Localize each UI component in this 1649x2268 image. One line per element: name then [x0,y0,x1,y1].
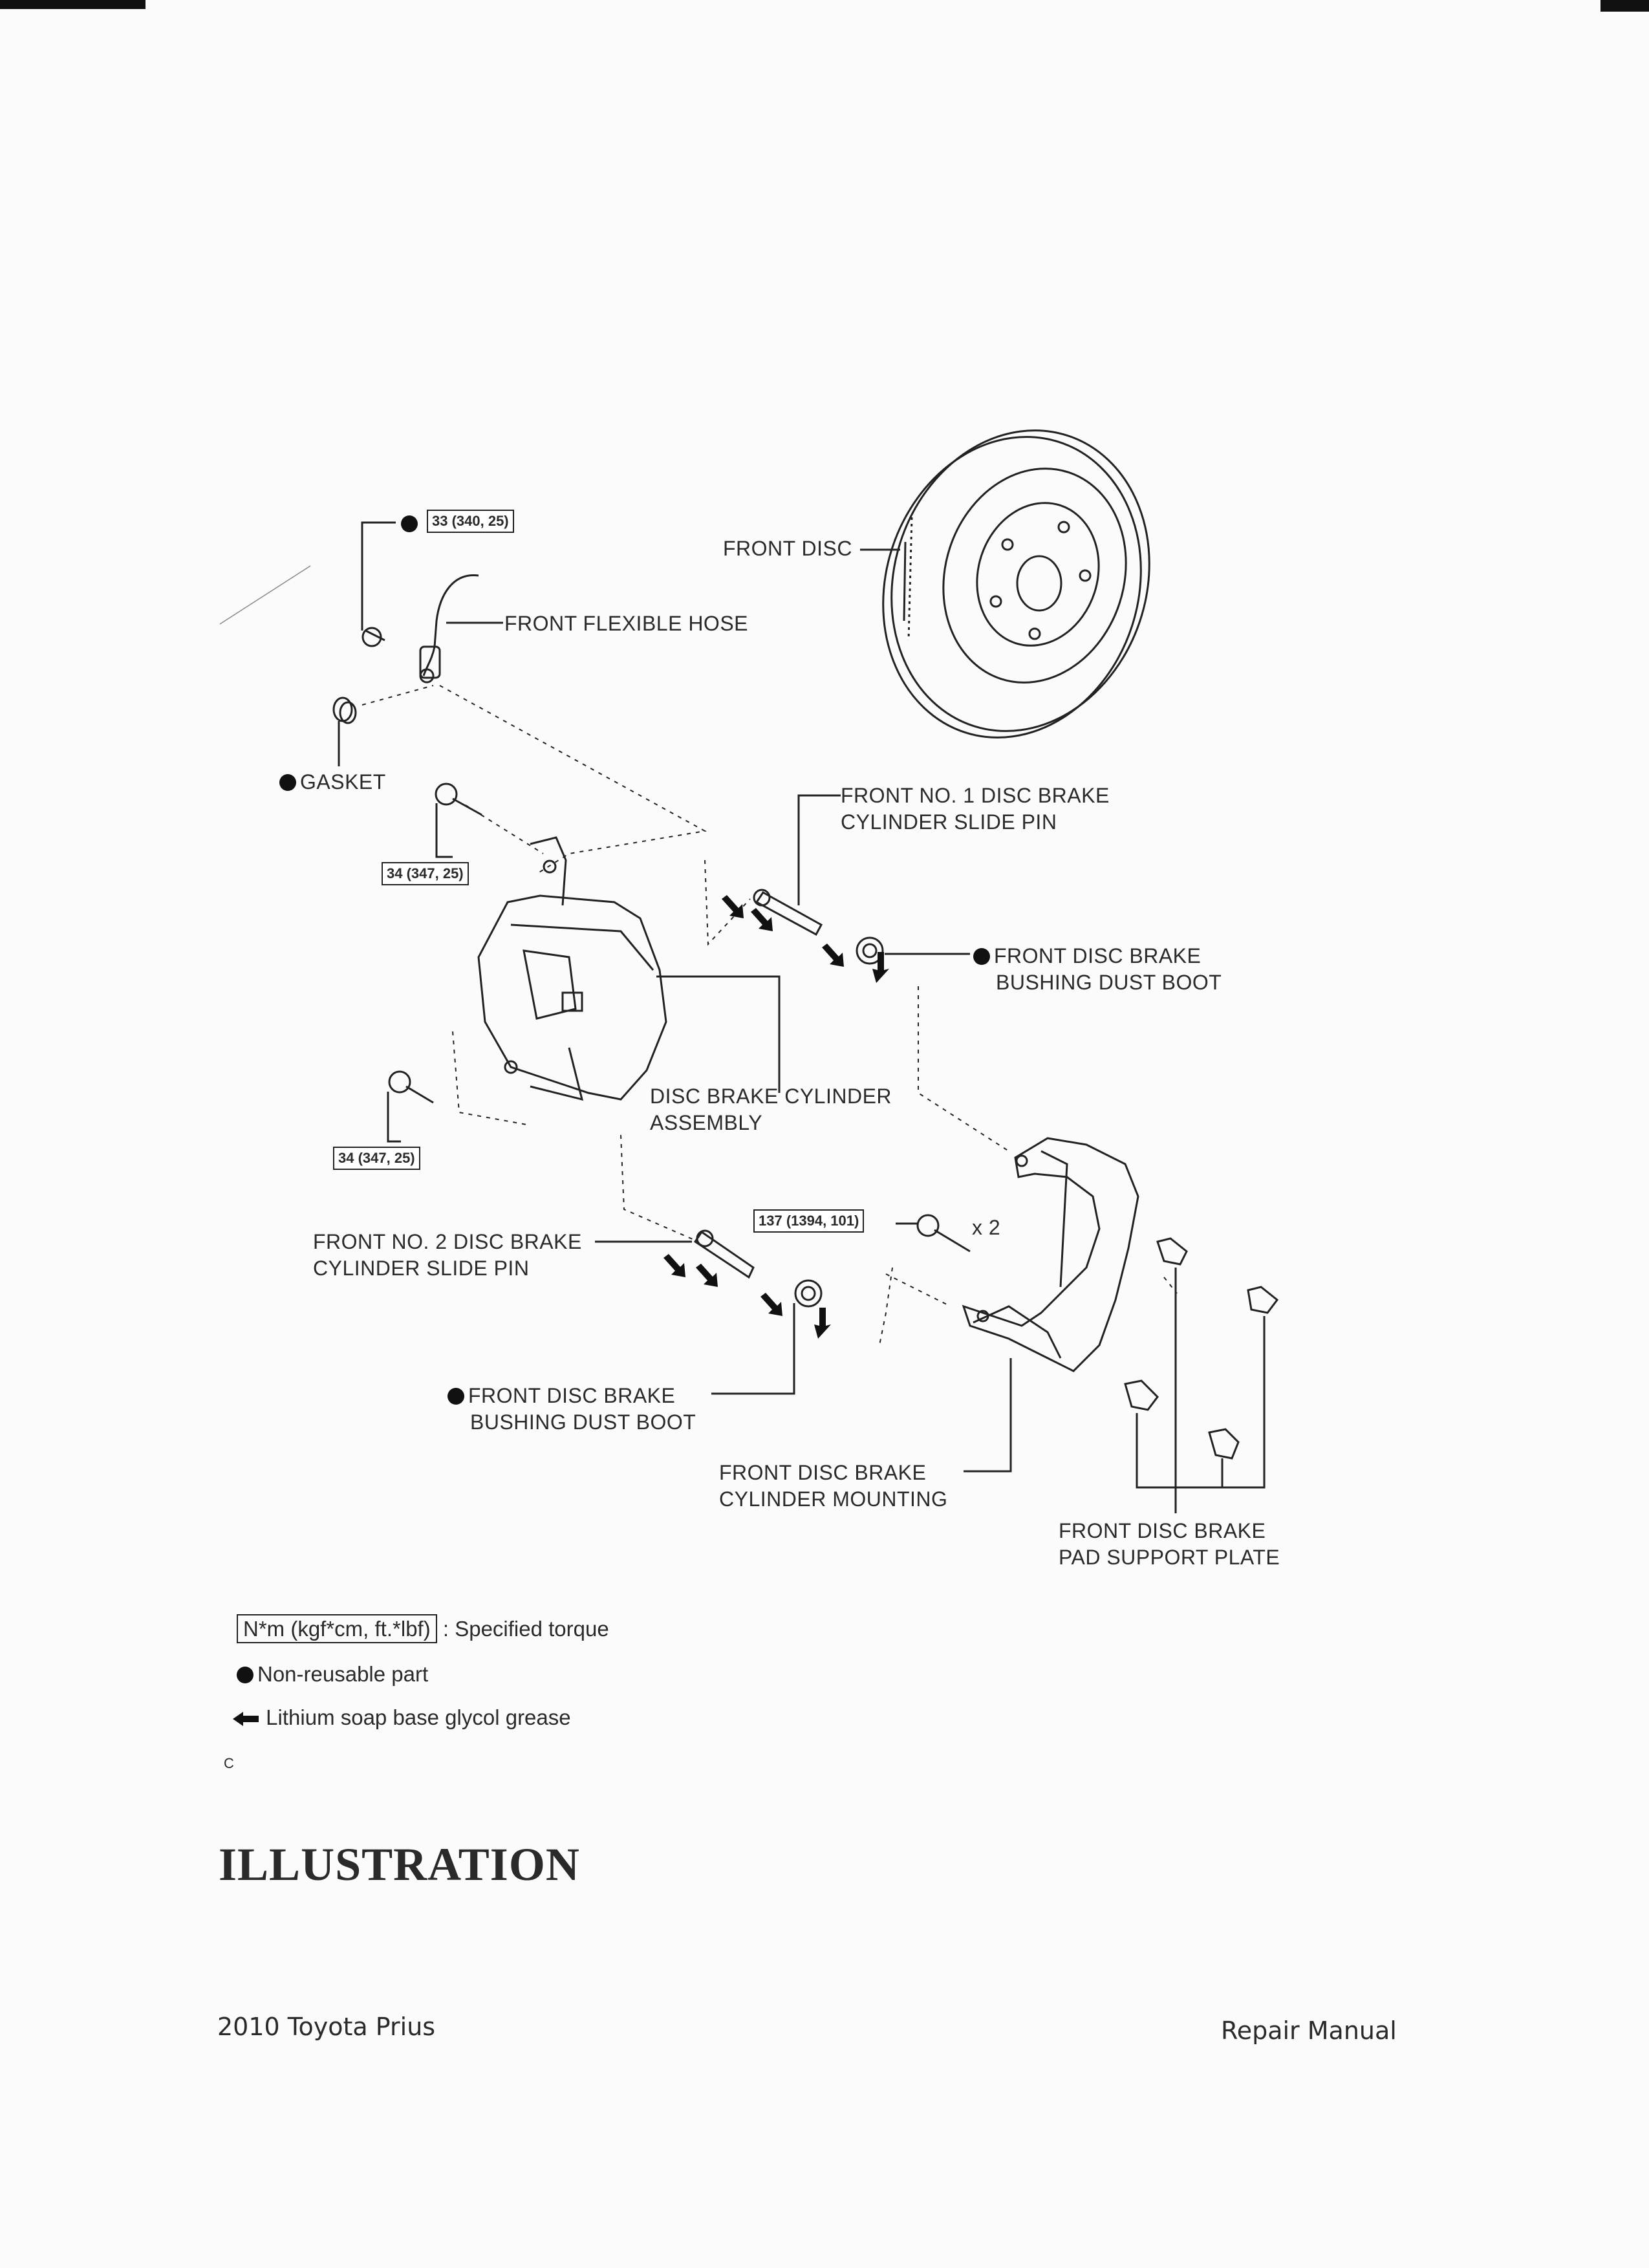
label-slide-pin-2-line2: CYLINDER SLIDE PIN [313,1257,530,1280]
label-dust-boot-upper-line1: FRONT DISC BRAKE [994,944,1202,967]
label-slide-pin-2: FRONT NO. 2 DISC BRAKE CYLINDER SLIDE PI… [313,1229,582,1282]
mounting-bolt [916,1214,971,1253]
figure-code-text: C [224,1755,234,1771]
leader-pad-plate-group [1136,1316,1266,1489]
torque-hose-bolt: 33 (340, 25) [427,510,514,533]
label-cylinder-mounting: FRONT DISC BRAKE CYLINDER MOUNTING [719,1460,947,1513]
non-reusable-dot-gasket [279,774,296,791]
legend-grease: Lithium soap base glycol grease [232,1705,571,1730]
dust-boot-upper [856,936,884,965]
label-front-disc-text: FRONT DISC [723,537,852,560]
label-slide-pin-2-line1: FRONT NO. 2 DISC BRAKE [313,1230,582,1253]
legend-non-reusable-text: Non-reusable part [257,1662,429,1686]
legend-torque-unit: N*m (kgf*cm, ft.*lbf) [237,1614,437,1643]
leader-hose-bolt [361,521,396,631]
footer-right: Repair Manual [1221,2016,1397,2045]
slide-pin-2 [693,1229,755,1279]
figure-code: C [224,1755,234,1772]
label-pad-support-plate-line1: FRONT DISC BRAKE [1059,1519,1266,1542]
caliper-upper-bolt [435,783,482,816]
disc-brake-cylinder-mounting [962,1137,1139,1372]
label-pad-support-plate: FRONT DISC BRAKE PAD SUPPORT PLATE [1059,1518,1280,1571]
caliper-lower-bolt [388,1070,434,1104]
label-cylinder-assembly-line2: ASSEMBLY [650,1111,763,1134]
filled-circle-icon [237,1667,253,1683]
leader-dust-boot-lower [711,1303,795,1395]
front-flexible-hose [419,574,479,684]
pad-support-plates [1124,1237,1279,1460]
torque-hose-bolt-text: 33 (340, 25) [432,513,509,529]
label-cylinder-mounting-line1: FRONT DISC BRAKE [719,1461,927,1484]
torque-mounting-bolt: 137 (1394, 101) [753,1209,865,1233]
label-cylinder-assembly: DISC BRAKE CYLINDER ASSEMBLY [650,1083,892,1136]
label-dust-boot-lower-line2: BUSHING DUST BOOT [470,1410,696,1434]
non-reusable-dot-hose [401,515,418,532]
leader-upper-bolt [435,803,453,858]
leader-slide-pin-1 [797,794,841,905]
label-hose-text: FRONT FLEXIBLE HOSE [504,612,748,635]
leader-cylinder-mounting [964,1358,1012,1473]
label-dust-boot-lower-line1: FRONT DISC BRAKE [468,1384,676,1407]
label-front-flexible-hose: FRONT FLEXIBLE HOSE [504,610,748,637]
legend-non-reusable: Non-reusable part [237,1662,428,1687]
label-quantity-text: x 2 [972,1216,1001,1239]
label-front-disc: FRONT DISC [723,535,852,562]
left-arrow-icon [233,1712,259,1727]
label-quantity: x 2 [972,1215,1000,1241]
leader-cylinder-assembly [656,975,781,1093]
dust-boot-lower [794,1279,823,1308]
scan-mark-top-right [1600,0,1649,12]
torque-upper-bolt-text: 34 (347, 25) [387,865,464,881]
non-reusable-dot-boot-upper [973,948,990,965]
slide-pin-1 [753,889,823,936]
front-disc [882,429,1150,739]
torque-lower-bolt: 34 (347, 25) [333,1147,420,1170]
label-dust-boot-upper: FRONT DISC BRAKE BUSHING DUST BOOT [973,943,1222,996]
label-dust-boot-lower: FRONT DISC BRAKE BUSHING DUST BOOT [447,1383,696,1436]
disc-brake-cylinder-assembly [477,836,667,1101]
label-pad-support-plate-line2: PAD SUPPORT PLATE [1059,1546,1280,1569]
gasket-part [332,697,357,724]
label-slide-pin-1: FRONT NO. 1 DISC BRAKE CYLINDER SLIDE PI… [841,783,1110,836]
footer-left-text: 2010 Toyota Prius [217,2013,436,2041]
footer-right-text: Repair Manual [1221,2016,1397,2045]
scan-mark-top-left [0,0,146,9]
label-dust-boot-upper-line2: BUSHING DUST BOOT [996,971,1222,994]
leader-lower-bolt [387,1092,401,1143]
grease-arrows [663,895,889,1339]
torque-mounting-bolt-text: 137 (1394, 101) [759,1213,859,1229]
legend-torque-desc: : Specified torque [442,1617,609,1641]
hose-bolt [361,627,385,647]
legend-grease-text: Lithium soap base glycol grease [266,1705,571,1729]
label-gasket: GASKET [279,769,386,795]
non-reusable-dot-boot-lower [447,1388,464,1405]
label-cylinder-mounting-line2: CYLINDER MOUNTING [719,1487,948,1511]
legend-torque: N*m (kgf*cm, ft.*lbf) : Specified torque [237,1614,609,1643]
label-slide-pin-1-line2: CYLINDER SLIDE PIN [841,810,1057,834]
torque-lower-bolt-text: 34 (347, 25) [338,1150,415,1166]
label-slide-pin-1-line1: FRONT NO. 1 DISC BRAKE [841,784,1110,807]
page-title: ILLUSTRATION [219,1838,580,1892]
footer-left: 2010 Toyota Prius [217,2013,435,2041]
torque-upper-bolt: 34 (347, 25) [382,862,469,885]
page-title-text: ILLUSTRATION [219,1839,580,1890]
label-cylinder-assembly-line1: DISC BRAKE CYLINDER [650,1085,892,1108]
label-gasket-text: GASKET [300,770,386,794]
